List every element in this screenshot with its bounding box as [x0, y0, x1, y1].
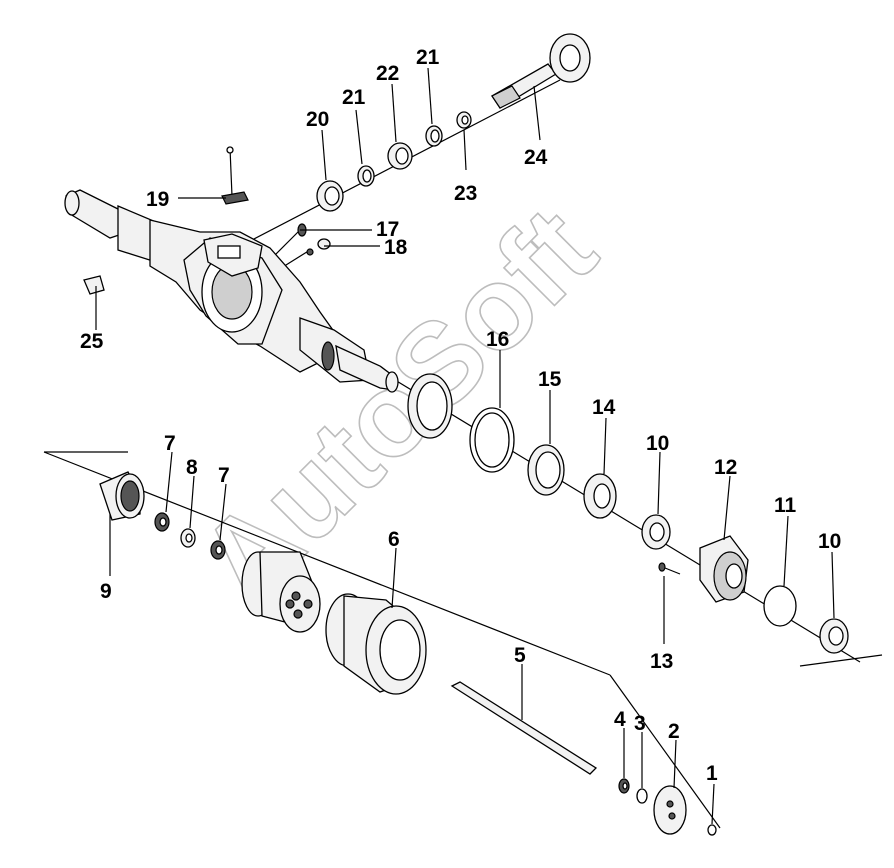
bolt-19 [221, 146, 249, 205]
oring-11 [763, 585, 797, 627]
ring-21-lower [357, 165, 375, 187]
callout-3: 3 [634, 712, 646, 735]
callout-21-upper: 21 [416, 46, 440, 69]
brake-drum-6 [325, 593, 427, 695]
callout-10-left: 10 [646, 432, 669, 455]
bolt-1 [707, 824, 717, 836]
callout-19: 19 [146, 188, 169, 211]
callout-2: 2 [668, 720, 680, 743]
cover-2 [653, 785, 687, 835]
callout-24: 24 [524, 146, 548, 169]
callouts: 1 2 3 4 5 6 7 8 7 9 10 12 11 10 13 14 15… [80, 46, 841, 785]
callout-23: 23 [454, 182, 477, 205]
ring-4 [618, 778, 630, 794]
callout-6: 6 [388, 528, 400, 551]
callout-10-right: 10 [818, 530, 841, 553]
callout-4: 4 [614, 708, 626, 731]
shaft-24 [491, 33, 591, 109]
ring-16-outer [407, 373, 453, 439]
washer-8 [180, 528, 196, 548]
callout-16: 16 [486, 328, 509, 351]
fittings-17-18 [297, 223, 331, 256]
callout-18: 18 [384, 236, 408, 259]
callout-25: 25 [80, 330, 104, 353]
seal-20 [316, 180, 344, 212]
bracket-25 [83, 275, 105, 318]
callout-1: 1 [706, 762, 718, 785]
seal-15 [527, 444, 565, 496]
axle-housing [64, 189, 399, 393]
washer-7-left [154, 512, 170, 532]
bearing-10-right [819, 618, 849, 654]
callout-17: 17 [376, 218, 399, 241]
hub-12 [699, 535, 749, 603]
ring-3 [636, 788, 648, 804]
callout-7-left: 7 [164, 432, 176, 455]
callout-13: 13 [650, 650, 673, 673]
callout-21-lower: 21 [342, 86, 366, 109]
callout-12: 12 [714, 456, 737, 479]
washer-7-right [210, 540, 226, 560]
ring-22 [387, 142, 413, 170]
callout-7-right: 7 [218, 464, 230, 487]
callout-8: 8 [186, 456, 198, 479]
gasket-16 [469, 407, 515, 473]
sleeve-9 [99, 471, 145, 521]
stud-13 [658, 562, 681, 575]
leader-lines [95, 67, 835, 825]
callout-14: 14 [592, 396, 616, 419]
axle-shaft-5 [450, 681, 598, 775]
ring-23 [456, 111, 472, 129]
callout-5: 5 [514, 644, 526, 667]
callout-11: 11 [774, 494, 797, 517]
callout-22: 22 [376, 62, 399, 85]
callout-20: 20 [306, 108, 329, 131]
ring-21-upper [425, 125, 443, 147]
ring-14 [583, 473, 617, 519]
wheel-hub-carrier [241, 551, 321, 633]
bearing-10-left [641, 514, 671, 550]
callout-9: 9 [100, 580, 112, 603]
callout-15: 15 [538, 368, 562, 391]
